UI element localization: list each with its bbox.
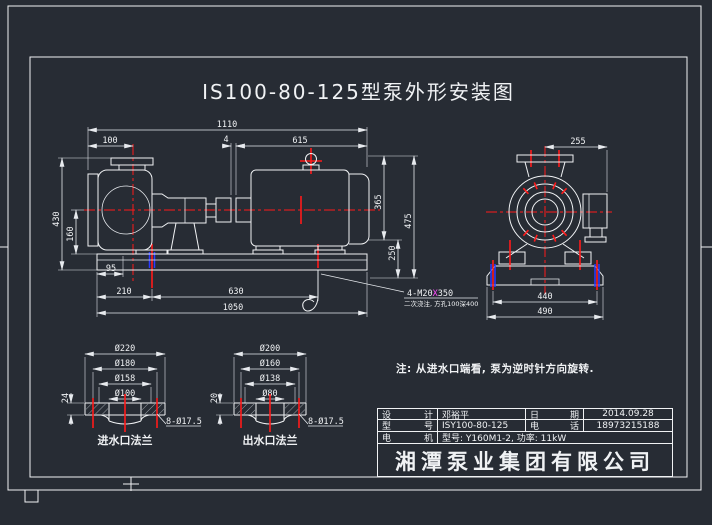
bolt-circle-ticks	[522, 182, 568, 242]
motor-label: 电机	[382, 434, 433, 443]
dim-outlet-outer: Ø200	[260, 343, 280, 354]
motor-label-cell: 电机	[378, 432, 438, 443]
main-view: 1110 100 4 615 430 160 95 210	[52, 120, 478, 317]
date-value: 2014.09.28	[602, 409, 654, 419]
hatch	[142, 404, 164, 414]
hatch	[86, 404, 108, 414]
motor-spec-value: 型号: Y160M1-2, 功率: 11kW	[442, 434, 567, 443]
dim-outlet-bore: Ø80	[262, 388, 277, 399]
top-discharge-flange	[516, 154, 574, 163]
phone-label: 电话	[530, 422, 579, 431]
dim-inlet-bolt-circle: Ø180	[115, 358, 135, 369]
anchor-bolt-length: 350	[438, 289, 453, 299]
company-name: 湘潭泵业集团有限公司	[395, 449, 655, 474]
motor	[250, 153, 370, 255]
front-view: 255 440 490	[486, 137, 612, 320]
dim-outlet-raised-face: Ø138	[260, 373, 280, 384]
front-bracket	[582, 193, 608, 243]
corner-mark	[24, 489, 39, 503]
drawing-title: IS100-80-125型泵外形安装图	[202, 80, 515, 104]
anchor-bolt-times: X	[433, 289, 439, 299]
rotation-note: 注: 从进水口端看, 泵为逆时针方向旋转.	[396, 363, 594, 375]
j-bolt-hook	[302, 295, 319, 312]
bearing-bracket	[152, 193, 207, 255]
dim-coupling-gap: 4	[223, 135, 228, 145]
outlet-holes-callout: 8-Ø17.5	[308, 416, 344, 427]
anchor-bolt-callout: 4-M20X350	[407, 289, 453, 299]
dim-lower-height: 250	[388, 245, 398, 260]
dim-base-length: 1050	[223, 303, 243, 313]
anchor-bolt-note: 4-M20X350 二次浇注, 方孔100深400	[320, 273, 478, 308]
hatch	[235, 404, 255, 414]
date-label-cell: 日期	[526, 409, 584, 419]
dim-motor-section: 615	[292, 136, 307, 146]
dim-bolt-span: 630	[228, 287, 243, 297]
outlet-flange-detail: Ø200 Ø160 Ø138 Ø80 20 8-Ø17.5 出水口法兰	[210, 343, 344, 447]
dim-bolt-spacing: 440	[537, 292, 552, 302]
pump-casing	[97, 169, 153, 251]
dim-flange-offset: 255	[570, 137, 585, 147]
fan-cover	[349, 173, 370, 245]
dim-inlet-outer: Ø220	[115, 343, 135, 354]
dim-base-width: 490	[537, 307, 552, 317]
suction-bore	[531, 198, 559, 226]
phone-label-cell: 电话	[526, 420, 584, 431]
dim-base-left-span: 210	[116, 287, 131, 297]
front-pedestal	[486, 240, 604, 290]
inlet-holes-callout: 8-Ø17.5	[166, 416, 202, 427]
dim-upper-height: 365	[374, 194, 384, 209]
dim-inlet-bore: Ø100	[115, 388, 135, 399]
main-view-dimensions: 1110 100 4 615 430 160 95 210	[52, 120, 418, 317]
discharge-flange	[110, 157, 154, 166]
dim-outlet-thickness: 20	[210, 393, 220, 403]
model-label: 型号	[382, 422, 433, 431]
dim-total-height: 475	[404, 213, 414, 228]
dim-axis-height: 160	[66, 226, 76, 241]
center-mark-bottom	[123, 477, 139, 491]
inlet-flange-caption: 进水口法兰	[98, 433, 153, 447]
title-block: 设计 邓裕平 日期 2014.09.28 型号 ISY100-80-125 电话…	[377, 408, 673, 477]
designer-value: 邓裕平	[438, 409, 526, 419]
coupling	[205, 197, 252, 223]
dim-foot-offset: 95	[106, 264, 116, 274]
model-label-cell: 型号	[378, 420, 438, 431]
dim-outlet-bolt-circle: Ø160	[260, 358, 280, 369]
front-view-dimensions: 255 440 490	[486, 137, 608, 320]
model-value: ISY100-80-125	[438, 420, 526, 431]
pump-side-outline	[87, 157, 169, 255]
dim-overall-length: 1110	[217, 120, 237, 130]
dim-pump-height: 430	[52, 211, 62, 226]
baseplate	[96, 253, 368, 312]
dim-inlet-thickness: 24	[61, 393, 71, 403]
casing-circle	[508, 175, 582, 249]
phone-value: 18973215188	[596, 420, 660, 431]
motor-body	[250, 169, 350, 247]
inlet-flange-detail: Ø220 Ø180 Ø158 Ø100 24 8-Ø17.5 进水口法兰	[61, 343, 202, 447]
outlet-flange-caption: 出水口法兰	[243, 433, 298, 447]
date-label: 日期	[530, 410, 579, 420]
dim-inlet-raised-face: Ø158	[115, 373, 135, 384]
anchor-bolt-size: 4-M20	[407, 289, 433, 299]
design-label: 设计	[382, 410, 433, 420]
dim-suction-to-axis: 100	[102, 136, 117, 146]
hatch	[285, 404, 305, 414]
sheet-frame	[0, 5, 712, 503]
design-label-cell: 设计	[378, 409, 438, 419]
anchor-bolt-grout-note: 二次浇注, 方孔100深400	[404, 299, 478, 308]
